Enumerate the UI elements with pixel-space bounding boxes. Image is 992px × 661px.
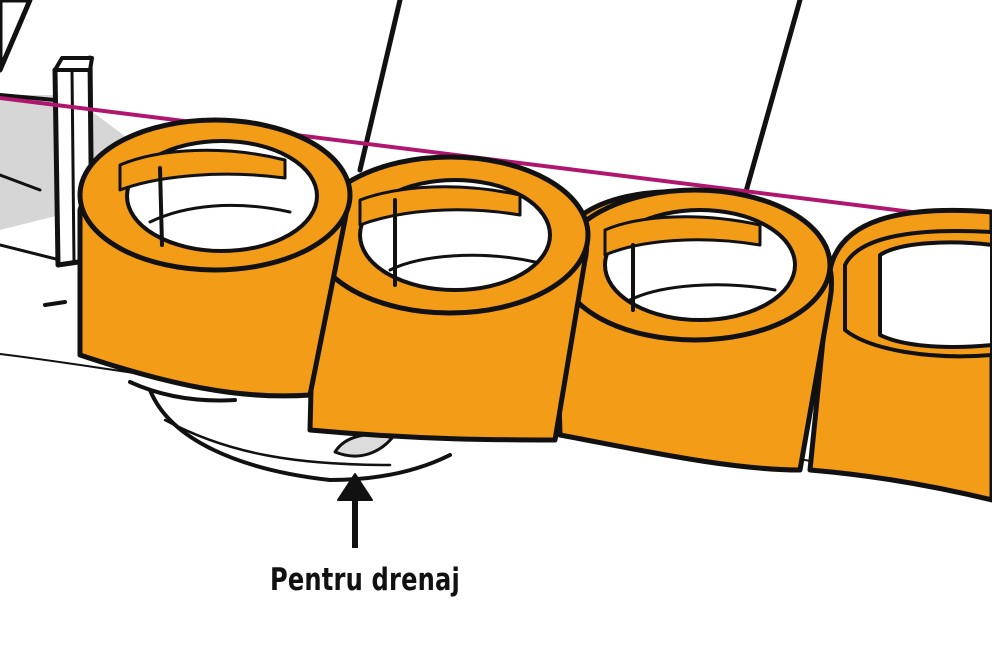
orange-edging-segment-3 [552,187,834,473]
orange-edging-segment-2 [307,154,591,443]
drainage-caption: Pentru drenaj [270,562,460,598]
orange-edging-segment-1 [77,117,353,403]
orange-edging-segment-4 [807,207,992,503]
drainage-arrow [337,473,373,548]
